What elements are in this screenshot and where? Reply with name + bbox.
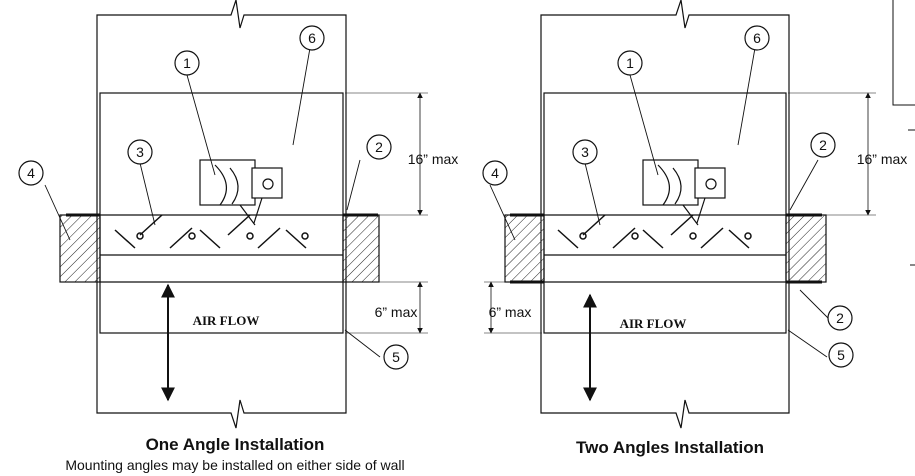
left-callout-4: 4 xyxy=(27,165,35,181)
left-callout-6: 6 xyxy=(308,30,316,46)
left-callout-1: 1 xyxy=(183,55,191,71)
left-wall-right xyxy=(342,214,380,283)
right-actuator xyxy=(642,159,726,226)
right-callout-5: 5 xyxy=(837,347,845,363)
right-blades xyxy=(557,214,752,249)
right-dim-6-label: 6” max xyxy=(489,304,532,320)
left-caption-note: Mounting angles may be installed on eith… xyxy=(65,457,405,473)
left-airflow-label: AIR FLOW xyxy=(193,313,260,328)
right-edge-frame xyxy=(892,0,915,266)
right-wall-left xyxy=(504,214,545,283)
right-caption-title: Two Angles Installation xyxy=(576,438,764,457)
left-blades xyxy=(114,214,309,249)
right-callout-6: 6 xyxy=(753,30,761,46)
left-callout-2: 2 xyxy=(375,139,383,155)
right-callout-1: 1 xyxy=(626,55,634,71)
left-diagram xyxy=(18,0,428,429)
left-dim-16-label: 16” max xyxy=(408,151,459,167)
left-caption-title: One Angle Installation xyxy=(145,435,325,454)
left-actuator xyxy=(199,159,283,226)
right-duct-outline xyxy=(540,0,790,429)
left-duct-interior xyxy=(99,92,344,334)
right-mounting-angles xyxy=(510,213,822,284)
right-airflow-label: AIR FLOW xyxy=(620,316,687,331)
left-duct-outline xyxy=(96,0,347,429)
right-diagram xyxy=(482,0,915,429)
right-dim-16-label: 16” max xyxy=(857,151,908,167)
right-duct-interior xyxy=(543,92,787,334)
right-callout-3: 3 xyxy=(581,144,589,160)
right-callout-2-bottom: 2 xyxy=(836,310,844,326)
right-callout-4: 4 xyxy=(491,165,499,181)
left-wall-left xyxy=(59,214,101,283)
left-dim-6-label: 6” max xyxy=(375,304,418,320)
right-callout-2-top: 2 xyxy=(819,137,827,153)
left-callout-5: 5 xyxy=(392,349,400,365)
left-callout-3: 3 xyxy=(136,144,144,160)
right-wall-right xyxy=(785,214,827,283)
